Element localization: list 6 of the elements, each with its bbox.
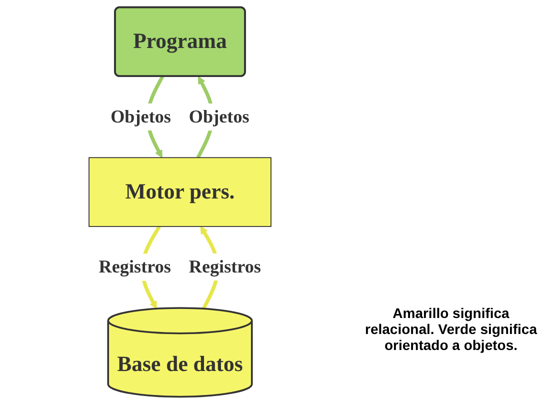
- edge-label: Objetos: [110, 106, 171, 127]
- edge-label: Objetos: [188, 107, 250, 128]
- edge-label: Registros: [98, 257, 171, 278]
- edge-label: Registros: [188, 256, 261, 277]
- node-box: Motor pers.: [88, 157, 272, 227]
- note-text: Amarillo significa relacional. Verde significa orientado a objetos.: [365, 305, 537, 353]
